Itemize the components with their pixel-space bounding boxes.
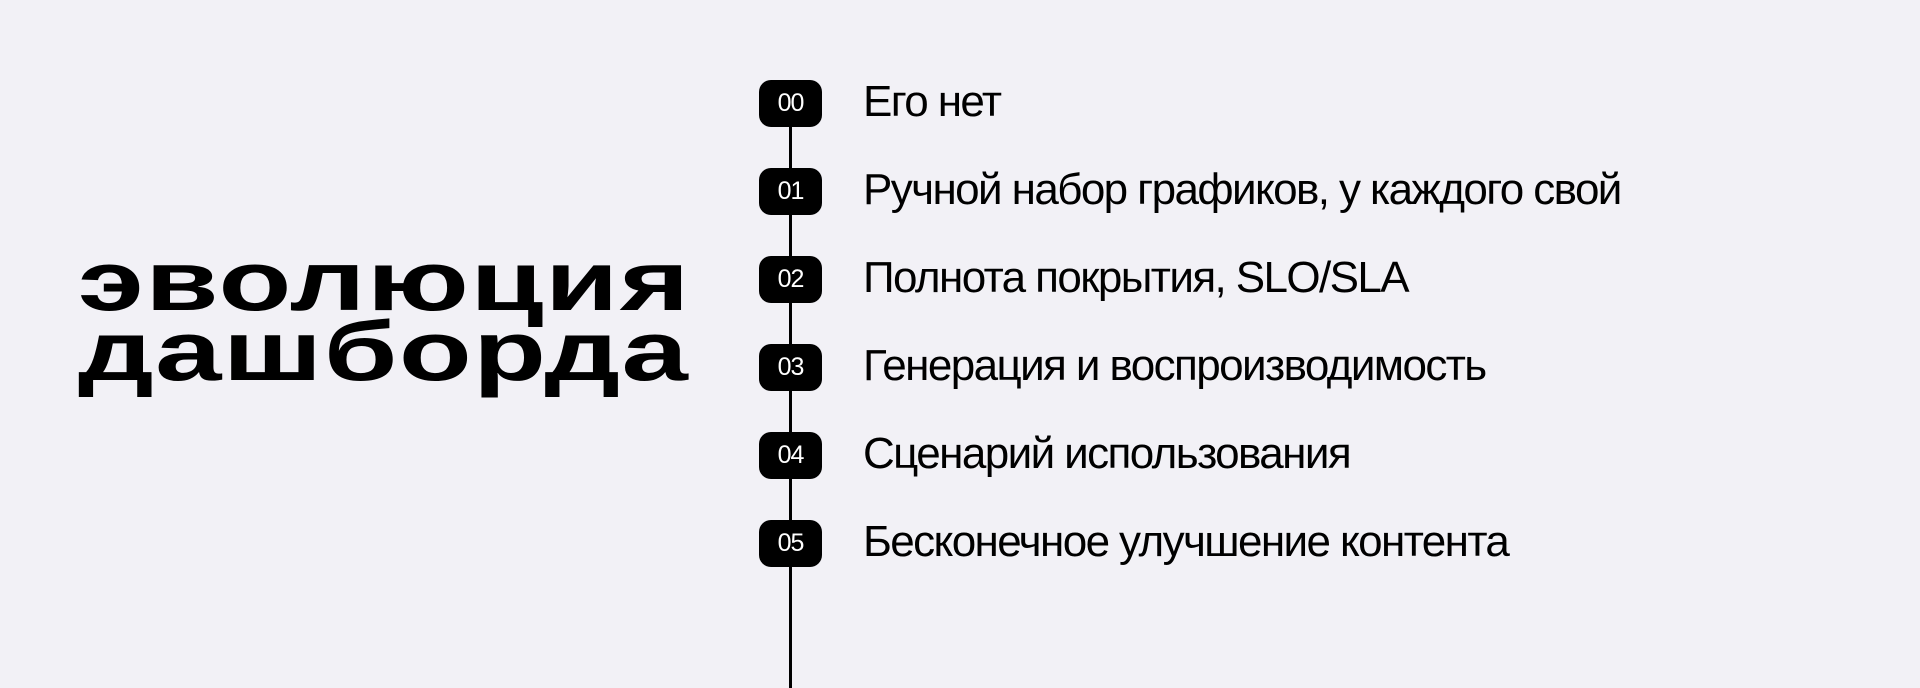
timeline-step-00: 00 Его нет [759,78,1002,127]
timeline-step-05: 05 Бесконечное улучшение контента [759,518,1510,567]
timeline-connector-line [789,100,792,688]
step-number-badge: 00 [759,80,822,127]
step-label: Ручной набор графиков, у каждого свой [863,165,1622,214]
step-number-badge: 02 [759,256,822,303]
timeline-step-02: 02 Полнота покрытия, SLO/SLA [759,254,1410,303]
slide-title: эволюция дашборда [78,234,691,398]
timeline-step-04: 04 Сценарий использования [759,430,1352,479]
step-label: Полнота покрытия, SLO/SLA [863,253,1410,302]
slide-title-line-2: дашборда [78,304,690,398]
step-number-badge: 05 [759,520,822,567]
timeline-step-01: 01 Ручной набор графиков, у каждого свой [759,166,1622,215]
step-label: Генерация и воспроизводимость [863,341,1487,390]
step-number-badge: 01 [759,168,822,215]
timeline-step-03: 03 Генерация и воспроизводимость [759,342,1487,391]
step-label: Его нет [863,77,1002,126]
step-label: Сценарий использования [863,429,1352,478]
step-number-badge: 04 [759,432,822,479]
step-number-badge: 03 [759,344,822,391]
slide-title-line-1: эволюция [78,234,691,328]
step-label: Бесконечное улучшение контента [863,517,1510,566]
